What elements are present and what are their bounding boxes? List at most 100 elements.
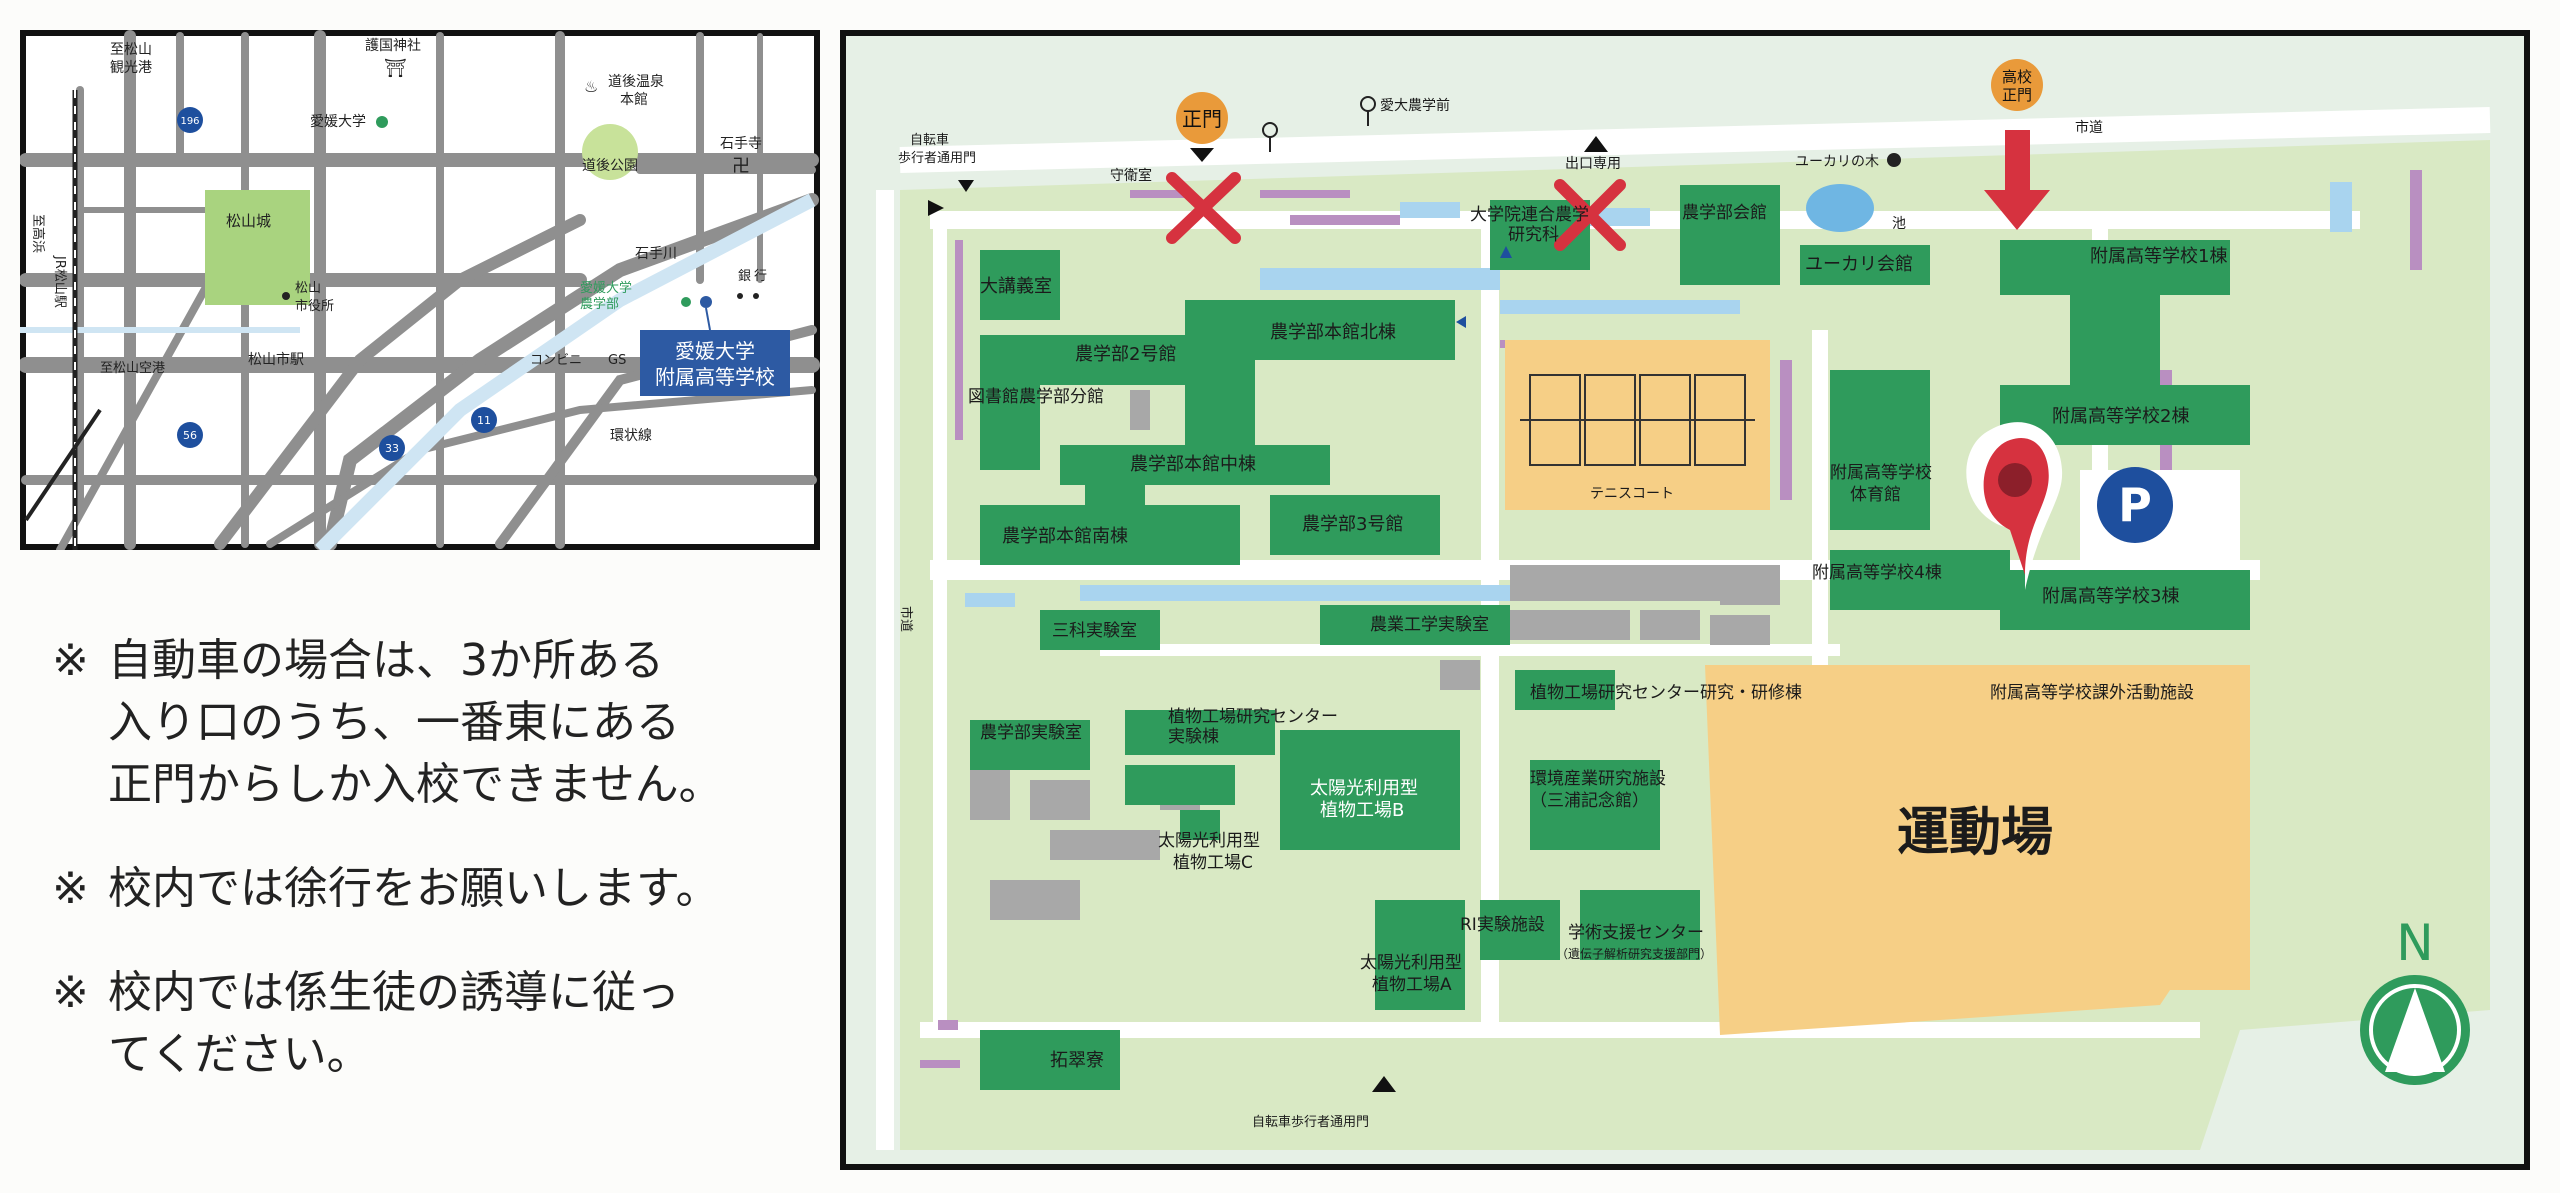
building-academic-support bbox=[1580, 890, 1700, 960]
campus-label: 自転車歩行者通用門 bbox=[1252, 1115, 1369, 1130]
note-mark: ※ bbox=[52, 635, 89, 686]
building-takusui-dorm bbox=[980, 1030, 1120, 1090]
campus-label: 体育館 bbox=[1850, 485, 1901, 505]
campus-label: 農学部本館北棟 bbox=[1270, 322, 1396, 343]
area-label: 至松山 bbox=[110, 42, 152, 58]
area-label: 道後公園 bbox=[582, 158, 638, 174]
eucalyptus-tree-icon bbox=[1887, 153, 1901, 167]
ehime-univ-dot bbox=[376, 116, 388, 128]
area-label: 松山市駅 bbox=[248, 351, 304, 368]
campus-label: 植物工場研究センター研究・研修棟 bbox=[1530, 683, 1802, 703]
campus-label: 農学部会館 bbox=[1682, 203, 1767, 223]
area-map: 至松山 観光港 護国神社 ⛩ 道後温泉 本館 ♨ 愛媛大学 道後公園 石手寺 卍… bbox=[20, 30, 820, 550]
campus-label: 拓翠寮 bbox=[1050, 1050, 1104, 1071]
hot-spring-icon: ♨ bbox=[584, 77, 598, 96]
campus-label: 農学部2号館 bbox=[1075, 344, 1176, 365]
water-strips bbox=[965, 182, 2352, 607]
campus-label: 農学部3号館 bbox=[1302, 514, 1403, 535]
note-text: 校内では徐行をお願いします。 bbox=[108, 863, 720, 914]
building-agri-main-south-link bbox=[1085, 450, 1145, 540]
main-gate-label: 正門 bbox=[1182, 107, 1222, 131]
campus-label: テニスコート bbox=[1590, 486, 1674, 502]
compass-icon: N bbox=[2360, 914, 2470, 1085]
campus-label: 太陽光利用型 bbox=[1310, 778, 1418, 799]
building-solar-c bbox=[1180, 810, 1220, 840]
campus-label: 植物工場研究センター bbox=[1168, 707, 1338, 727]
campus-label: 図書館農学部分館 bbox=[968, 387, 1104, 407]
campus-label: 植物工場B bbox=[1320, 800, 1404, 821]
area-label: 農学部 bbox=[580, 296, 619, 312]
campus-label: 大学院連合農学 bbox=[1470, 205, 1589, 225]
note-text: 校内では係生徒の誘導に従っ てください。 bbox=[108, 967, 680, 1080]
building-agri-hall bbox=[1680, 185, 1780, 285]
route-11-badge bbox=[471, 407, 497, 433]
route-33-label: 33 bbox=[385, 442, 399, 455]
campus-labels: 自転車 歩行者通用門 守衛室 愛大農学前 出口専用 市道 ユーカリの木 池 大学… bbox=[898, 97, 2227, 1130]
campus-map: P 正門 高校 正門 bbox=[840, 30, 2530, 1170]
area-label: 石手寺 bbox=[720, 136, 762, 152]
building-agri-bldg3 bbox=[1270, 495, 1440, 555]
notes: ※ 自動車の場合は、3か所ある 入り口のうち、一番東にある 正門からしか入校でき… bbox=[52, 630, 812, 1128]
route-11-label: 11 bbox=[477, 414, 491, 427]
campus-label: ユーカリの木 bbox=[1795, 154, 1879, 170]
campus-label: 環境産業研究施設 bbox=[1530, 769, 1666, 789]
buildings bbox=[970, 185, 2250, 1090]
area-label: 愛媛大学 bbox=[310, 114, 366, 130]
building-plant-factory-exp-2 bbox=[1125, 765, 1235, 805]
torii-icon: ⛩ bbox=[384, 58, 407, 79]
building-solar-b bbox=[1280, 730, 1460, 850]
campus-label: 農学部本館南棟 bbox=[1002, 526, 1128, 547]
note-mark: ※ bbox=[52, 967, 89, 1018]
route-196-badge bbox=[177, 107, 203, 133]
building-ri-lab bbox=[1480, 900, 1560, 960]
campus-label: 植物工場A bbox=[1372, 975, 1452, 995]
campus-label: （三浦記念館） bbox=[1530, 790, 1649, 811]
note-item: ※ 校内では徐行をお願いします。 bbox=[52, 858, 812, 920]
building-solar-a bbox=[1375, 900, 1465, 1010]
main-gate-arrow-icon bbox=[1190, 148, 1214, 162]
campus-label: RI実験施設 bbox=[1460, 915, 1545, 935]
grey-blocks bbox=[970, 390, 1780, 920]
campus-label: 実験棟 bbox=[1168, 727, 1219, 747]
agri-dot bbox=[681, 297, 691, 307]
note-item: ※ 自動車の場合は、3か所ある 入り口のうち、一番東にある 正門からしか入校でき… bbox=[52, 630, 812, 816]
building-plant-factory-res bbox=[1515, 670, 1615, 710]
building-agri-lab bbox=[970, 720, 1090, 770]
north-building-marker-icon bbox=[1456, 316, 1466, 328]
area-label: 行 bbox=[754, 269, 767, 284]
area-label: 護国神社 bbox=[365, 38, 421, 54]
route-33-badge bbox=[379, 435, 405, 461]
campus-label: 自転車 bbox=[910, 133, 949, 148]
note-text: 自動車の場合は、3か所ある 入り口のうち、一番東にある 正門からしか入校できませ… bbox=[108, 635, 723, 810]
campus-label: 太陽光利用型 bbox=[1158, 831, 1260, 851]
area-label: 至松山空港 bbox=[100, 361, 165, 376]
campus-label: 市道 bbox=[2075, 119, 2103, 136]
west-gate-arrow-icon bbox=[928, 200, 944, 216]
campus-label: 研究科 bbox=[1508, 225, 1559, 245]
ishite-river bbox=[315, 193, 816, 550]
campus-label: 農学部実験室 bbox=[980, 723, 1082, 743]
campus-label: 市道 bbox=[898, 606, 914, 632]
matsuyama-castle-park bbox=[205, 190, 310, 305]
campus-label: 学術支援センター bbox=[1568, 923, 1704, 943]
area-label: 本館 bbox=[620, 91, 648, 108]
campus-label: （遺伝子解析研究支援部門） bbox=[1556, 946, 1712, 961]
city-hall-dot bbox=[282, 292, 290, 300]
campus-label: 植物工場C bbox=[1173, 853, 1253, 873]
note-mark: ※ bbox=[52, 863, 89, 914]
dogo-park-circle bbox=[582, 124, 638, 180]
campus-label: 附属高等学校3棟 bbox=[2042, 586, 2179, 607]
building-hs-gym bbox=[1830, 370, 1930, 530]
campus-label: 附属高等学校課外活動施設 bbox=[1990, 683, 2194, 703]
bank-dot bbox=[753, 293, 759, 299]
campus-label: 附属高等学校4棟 bbox=[1812, 563, 1942, 583]
route-196-label: 196 bbox=[180, 116, 199, 127]
area-label: 市役所 bbox=[295, 298, 334, 314]
building-hs-bldg4 bbox=[1830, 550, 2010, 610]
school-callout-line bbox=[705, 307, 711, 331]
area-roads bbox=[20, 30, 820, 550]
campus-label: 附属高等学校 bbox=[1830, 463, 1932, 483]
temple-icon: 卍 bbox=[732, 156, 750, 177]
entrance-arrow-icon bbox=[1984, 130, 2050, 230]
sports-field bbox=[1705, 665, 2250, 1035]
